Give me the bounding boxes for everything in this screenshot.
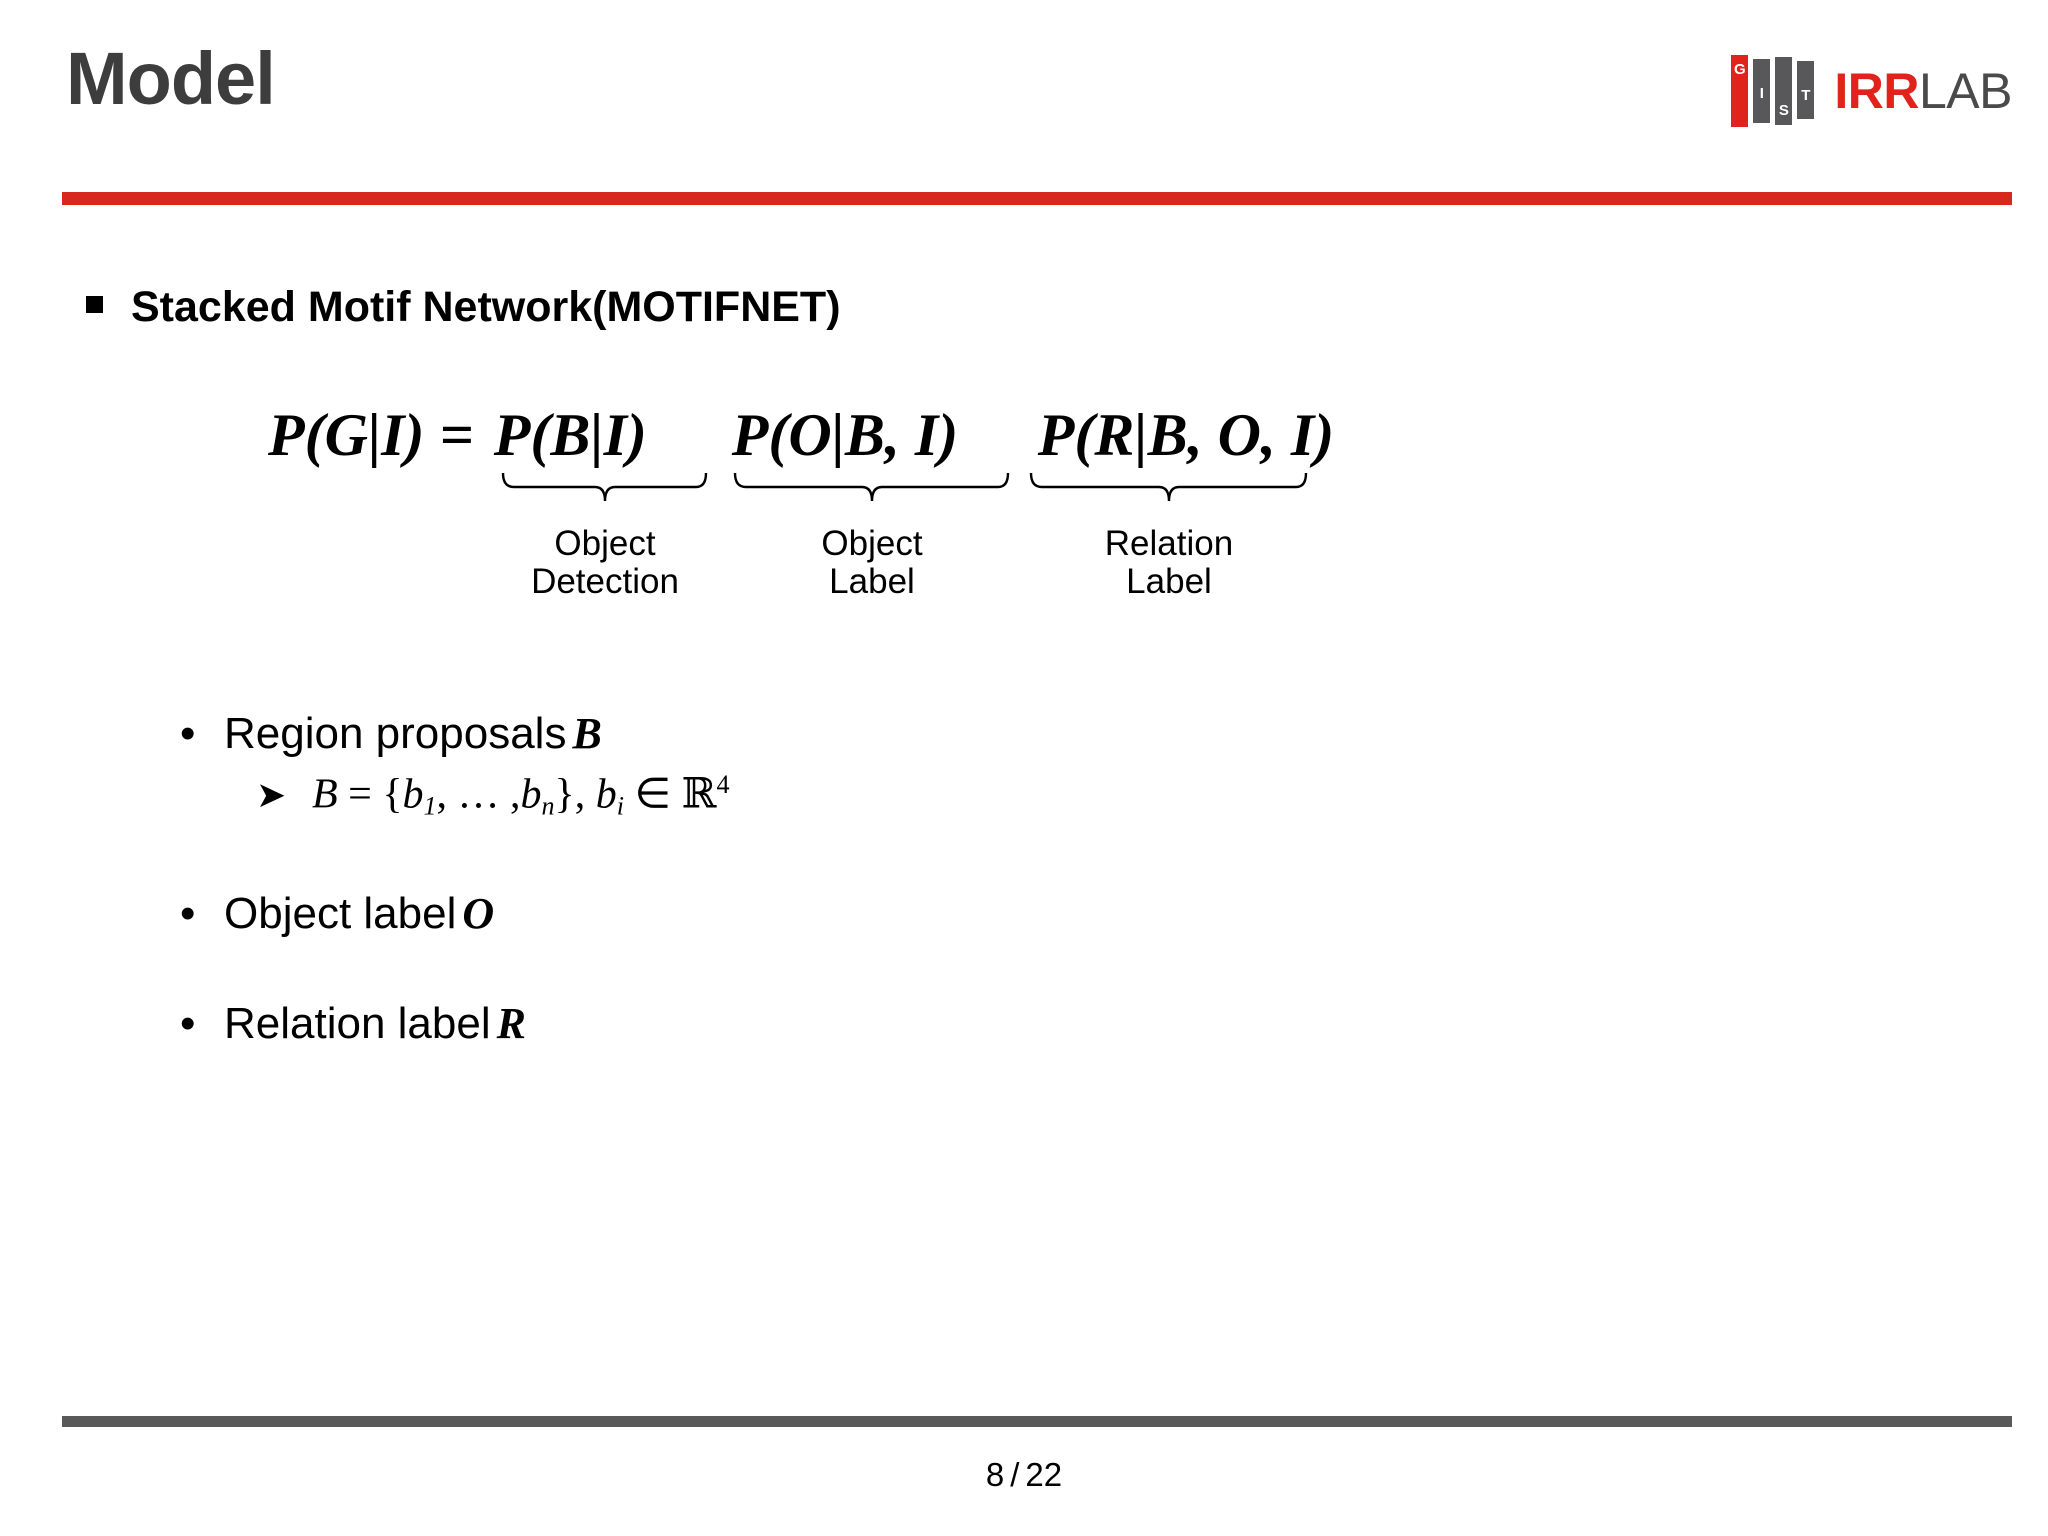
list-item-symbol-b: B xyxy=(572,709,602,758)
page-number-current: 8 xyxy=(985,1456,1005,1493)
underbrace-1 xyxy=(500,471,710,517)
list-item-symbol-o: O xyxy=(462,888,495,938)
math-b: B xyxy=(312,771,338,818)
math-set-open: { xyxy=(382,771,403,818)
list-item-relation-label: • Relation label R xyxy=(180,998,1380,1048)
math-item-first-sub: 1 xyxy=(423,791,437,821)
logo-wordmark-irr: IRR xyxy=(1834,63,1919,119)
section-heading-text: Stacked Motif Network(MOTIFNET) xyxy=(131,283,841,331)
brace-label-2-line2: Label xyxy=(829,561,915,601)
logo-wordmark-lab: LAB xyxy=(1918,63,2013,119)
gist-letter-s: S xyxy=(1778,102,1789,119)
sub-list-item-b-definition: ➤ B = {b1, … ,bn}, bi ∈ ℝ4 xyxy=(256,770,1380,821)
brace-label-3-line2: Label xyxy=(1126,561,1212,601)
underbrace-row xyxy=(268,471,1338,517)
equation-term-2: P(O|B, I) xyxy=(731,402,959,468)
gist-letter-t: T xyxy=(1801,87,1811,104)
math-equals: = xyxy=(348,771,372,818)
brace-label-1-line1: Object xyxy=(554,524,656,563)
math-set-close: } xyxy=(554,771,575,818)
bullet-list: • Region proposals B ➤ B = {b1, … ,bn}, … xyxy=(180,712,1380,1046)
gist-bar-i: I xyxy=(1753,59,1771,123)
logo-wordmark: IRRLAB xyxy=(1834,66,2012,116)
math-element-of-icon: ∈ xyxy=(634,771,672,818)
math-comma: , xyxy=(574,771,586,818)
gist-letter-i: I xyxy=(1759,85,1764,102)
page-number-total: 22 xyxy=(1025,1456,1063,1493)
brace-label-relation-label: Relation Label xyxy=(1028,525,1310,601)
page-title: Model xyxy=(66,37,276,120)
math-ellipsis: , … , xyxy=(436,771,521,818)
math-item-last: b xyxy=(520,771,542,818)
equation-formula: P(G|I) = P(B|I) P(O|B, I) P(R|B, O, I) xyxy=(268,405,1338,465)
gist-bar-t: T xyxy=(1797,61,1815,119)
underbrace-2 xyxy=(732,471,1012,517)
math-domain-reals: ℝ xyxy=(681,768,717,818)
header-divider xyxy=(62,192,2012,205)
irrlab-logo: G I S T IRRLAB xyxy=(1731,54,2013,128)
math-elem-sub: i xyxy=(616,791,624,821)
footer-divider xyxy=(62,1416,2012,1427)
equation-term-1: P(B|I) xyxy=(493,402,647,468)
brace-label-object-detection: Object Detection xyxy=(500,525,710,601)
math-item-last-sub: n xyxy=(541,791,555,821)
brace-label-object-label: Object Label xyxy=(732,525,1012,601)
arrow-bullet-icon: ➤ xyxy=(256,774,287,816)
list-item-region-proposals: • Region proposals B xyxy=(180,712,1380,756)
list-item-object-label: • Object label O xyxy=(180,888,1380,938)
section-heading: Stacked Motif Network(MOTIFNET) xyxy=(86,283,841,332)
square-bullet-icon xyxy=(86,296,103,313)
equation-block: P(G|I) = P(B|I) P(O|B, I) P(R|B, O, I) xyxy=(268,405,1338,601)
dot-bullet-icon: • xyxy=(180,709,196,758)
page-number-separator: / xyxy=(1010,1456,1020,1493)
dot-bullet-icon: • xyxy=(180,998,196,1048)
page-number: 8/22 xyxy=(0,1456,2048,1494)
math-domain-exponent: 4 xyxy=(716,770,730,799)
brace-label-3-line1: Relation xyxy=(1104,524,1234,563)
gist-bar-s: S xyxy=(1775,57,1793,125)
dot-bullet-icon: • xyxy=(180,888,196,938)
list-item-symbol-r: R xyxy=(496,998,526,1048)
list-item-label: Relation label xyxy=(224,998,491,1048)
math-elem: b xyxy=(595,771,617,818)
equation-term-3: P(R|B, O, I) xyxy=(1037,402,1335,468)
underbrace-3 xyxy=(1028,471,1310,517)
list-item-label: Region proposals xyxy=(224,709,567,758)
underbrace-labels: Object Detection Object Label Relation L… xyxy=(268,525,1338,601)
gist-letter-g: G xyxy=(1734,61,1746,78)
gist-bar-g: G xyxy=(1731,55,1749,127)
equation-lhs: P(G|I) = xyxy=(268,402,474,468)
math-item-first: b xyxy=(402,771,424,818)
math-set-definition: B = {b1, … ,bn}, bi ∈ ℝ4 xyxy=(312,770,730,821)
brace-label-2-line1: Object xyxy=(821,524,923,563)
gist-mark-icon: G I S T xyxy=(1731,55,1815,127)
list-item-label: Object label xyxy=(224,888,457,938)
brace-label-1-line2: Detection xyxy=(531,561,679,601)
